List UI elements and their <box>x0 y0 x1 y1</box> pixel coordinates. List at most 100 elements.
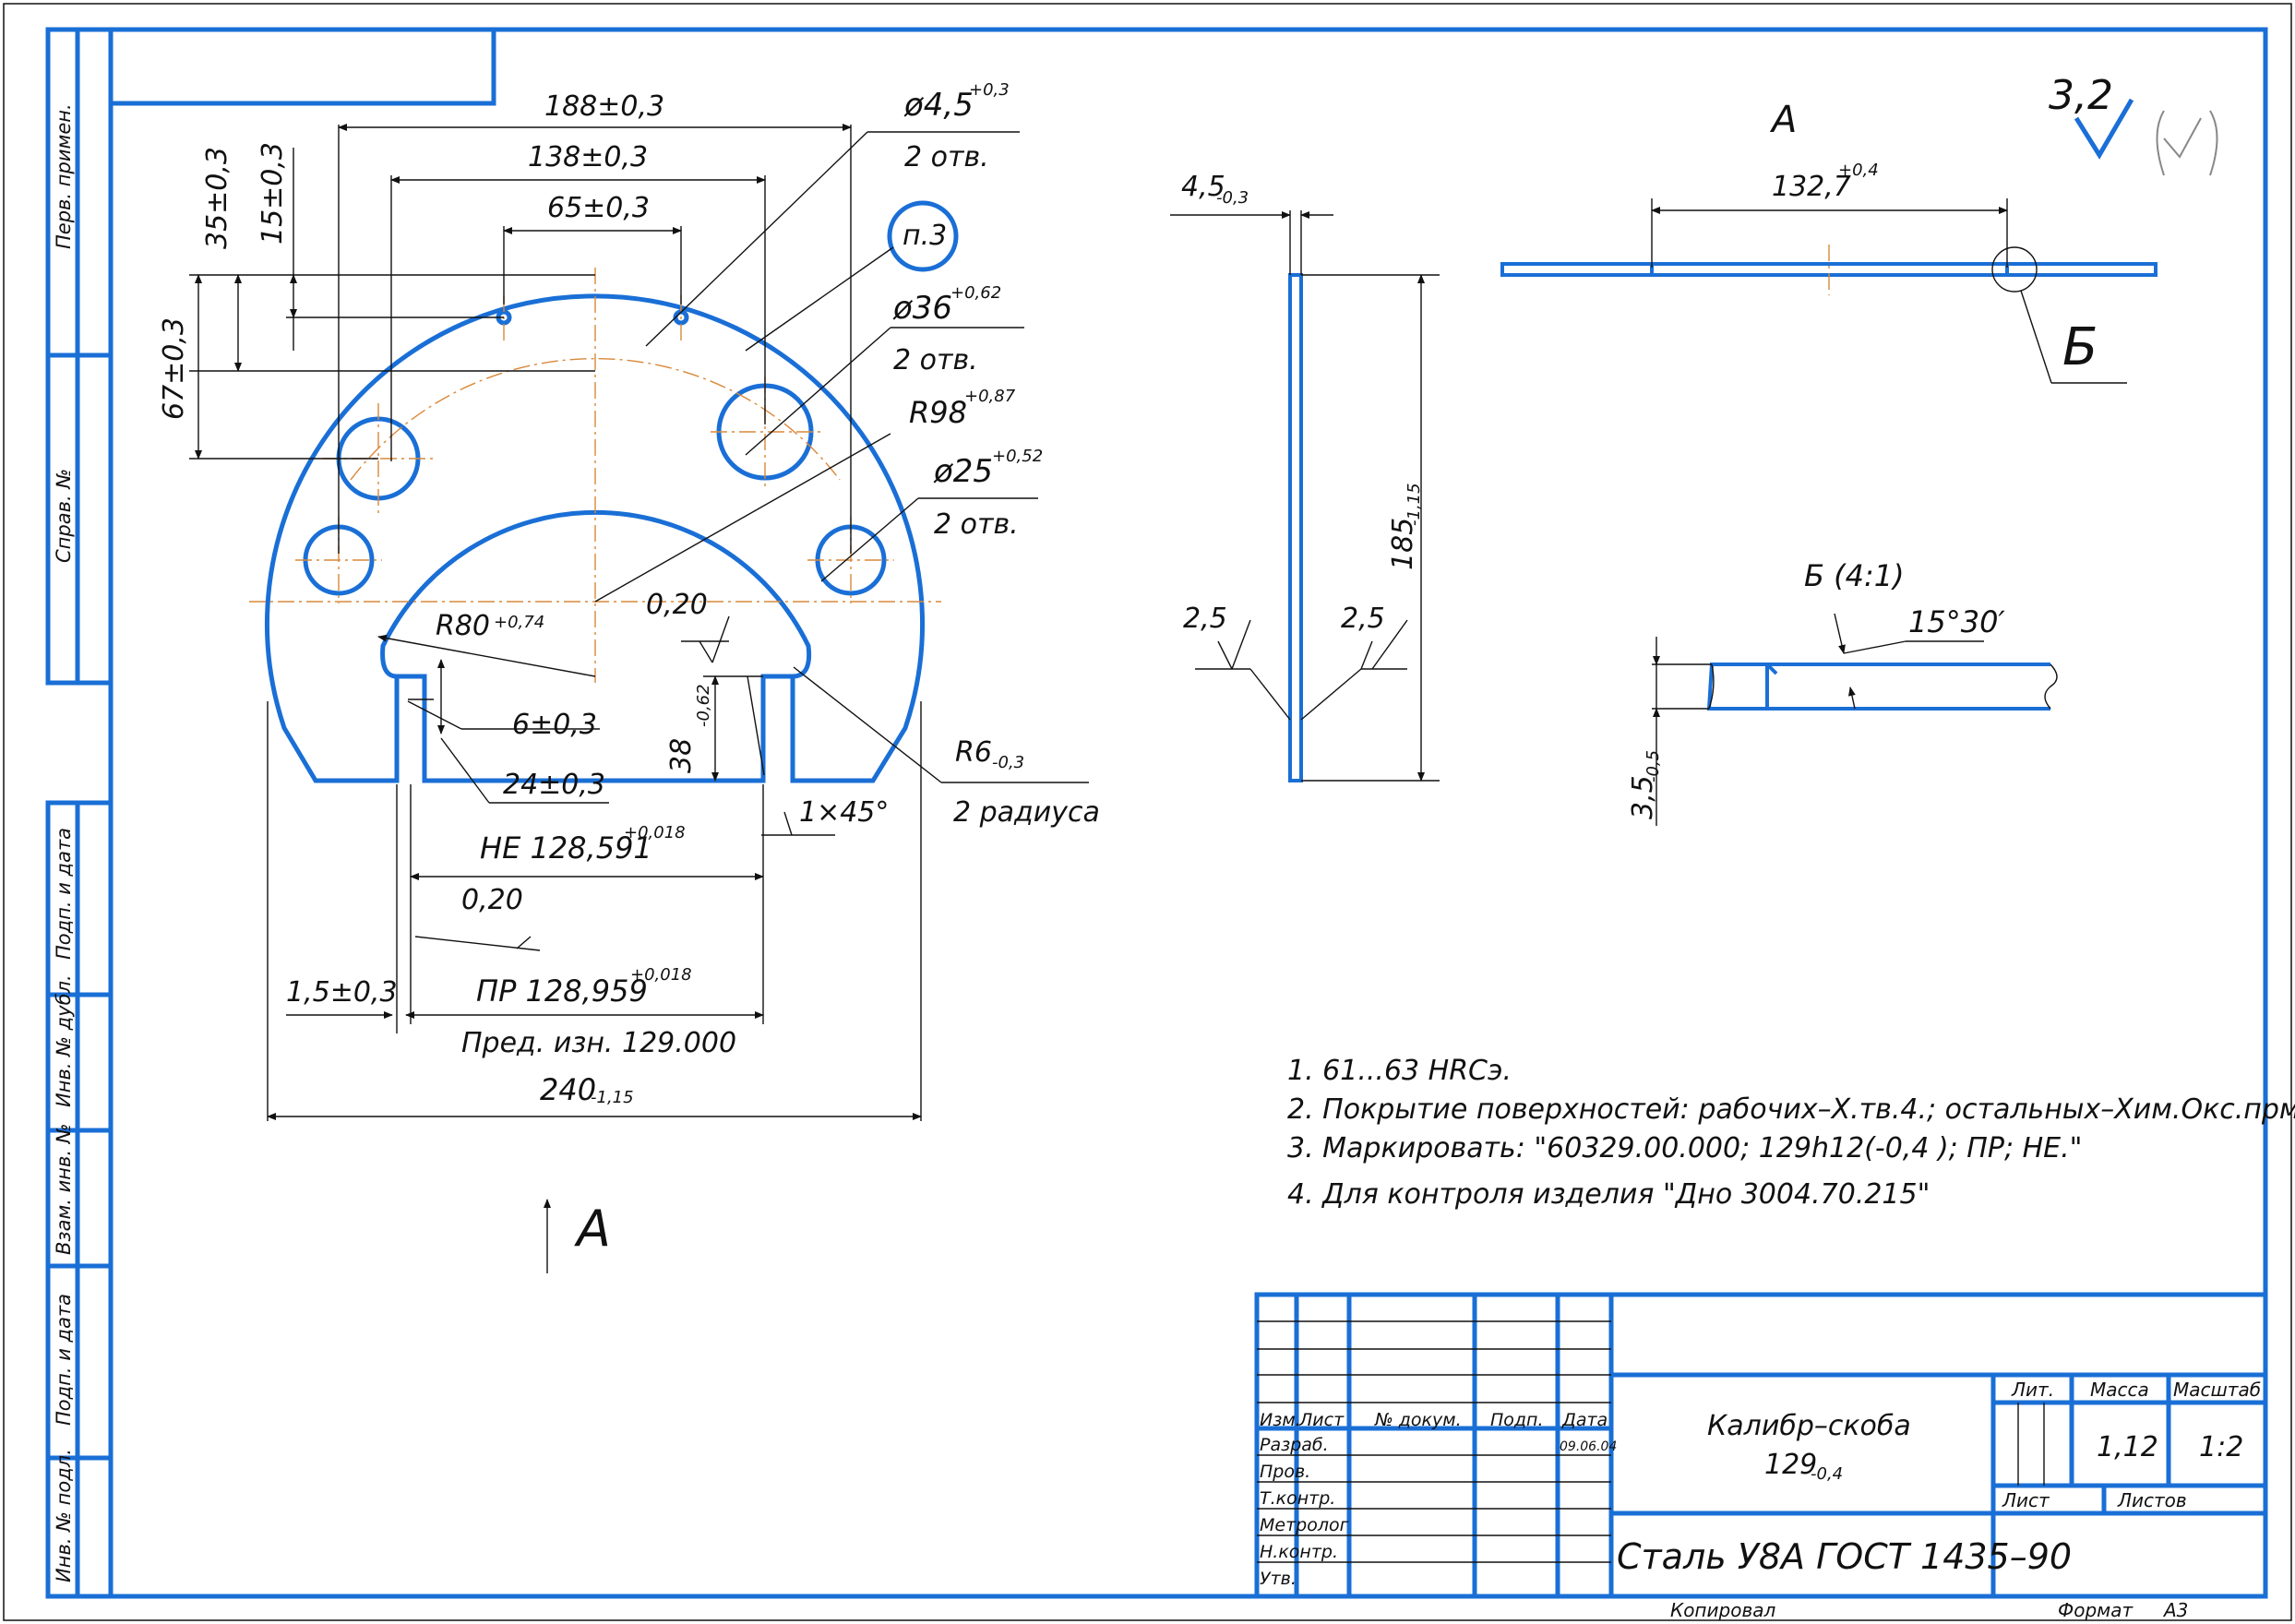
r6-tol: -0,3 <box>992 753 1024 772</box>
tb-col-list: Лист <box>1298 1410 1345 1430</box>
tb-col-doc: № докум. <box>1374 1410 1462 1430</box>
chamfer-1x45: 1×45° <box>799 796 889 829</box>
r98-tol: +0,87 <box>964 387 1016 406</box>
tb-mass: Масса <box>2090 1379 2149 1401</box>
tb-role-1: Пров. <box>1260 1462 1310 1482</box>
rough-left: 2,5 <box>1183 603 1227 635</box>
dim-132-7: 132,7 <box>1772 171 1851 203</box>
detail-b-dim-3-5-tol: -0,5 <box>1644 750 1663 782</box>
tb-col-izm: Изм. <box>1260 1410 1301 1430</box>
hole36-tol: +0,62 <box>950 283 1001 303</box>
tb-role-2: Т.контр. <box>1260 1488 1335 1509</box>
designation-box <box>111 30 496 106</box>
note-p3: п.3 <box>902 220 947 252</box>
left-margin-labels: Перв. примен. Справ. № Подп. и дата Инв.… <box>53 103 75 1582</box>
tb-sheet: Лист <box>2002 1489 2050 1511</box>
roughness-value: 3,2 <box>2049 72 2113 119</box>
tb-lit: Лит. <box>2011 1379 2054 1401</box>
dim-ne: НЕ 128,591 <box>480 830 652 866</box>
hole25-count: 2 отв. <box>934 508 1019 541</box>
tb-sheets: Листов <box>2117 1489 2187 1511</box>
dim-185-tol: -1,15 <box>1404 483 1424 526</box>
tb-name-line2: 129 <box>1764 1449 1817 1481</box>
main-view-dimension-lines <box>189 124 1089 1273</box>
dim-15: 15±0,3 <box>257 142 289 245</box>
dim-pr-tol: +0,018 <box>630 965 692 985</box>
main-view-part <box>265 200 959 783</box>
technical-notes: 1. 61...63 HRCэ. 2. Покрытие поверхносте… <box>1287 1055 2295 1211</box>
main-view-dimension-texts: 188±0,3 138±0,3 65±0,3 35±0,3 15±0,3 67±… <box>158 80 1100 1258</box>
detail-b-texts: Б (4:1) 15°30′ 3,5 -0,5 <box>1627 558 2005 819</box>
dim-65: 65±0,3 <box>547 192 650 224</box>
view-a-title: А <box>1769 99 1797 141</box>
hole25-dia: ø25 <box>933 453 993 490</box>
dim-ne-tol: +0,018 <box>624 823 686 842</box>
hole45-count: 2 отв. <box>904 141 989 173</box>
dim-6: 6±0,3 <box>512 709 597 741</box>
radius-r98: R98 <box>909 395 967 430</box>
dim-pr: ПР 128,959 <box>476 973 648 1009</box>
flatness-lower: 0,20 <box>461 884 523 916</box>
tb-scale-value: 1:2 <box>2199 1431 2243 1463</box>
tb-name-line1: Калибр–скоба <box>1707 1410 1911 1442</box>
view-a <box>1500 198 2158 384</box>
r80-tol: +0,74 <box>494 613 544 632</box>
hole36-count: 2 отв. <box>893 344 978 376</box>
note-4: 4. Для контроля изделия "Дно 3004.70.215… <box>1287 1178 1930 1211</box>
r6-count: 2 радиуса <box>953 796 1100 829</box>
radius-r6: R6 <box>955 736 992 769</box>
tb-format-label: Формат <box>2058 1599 2134 1621</box>
rough-right: 2,5 <box>1341 603 1385 635</box>
sheet-border <box>3 3 2292 1621</box>
tb-col-date: Дата <box>1561 1410 1608 1430</box>
wear-limit: Пред. изн. 129.000 <box>461 1027 736 1059</box>
dim-240-tol: -1,15 <box>591 1088 634 1107</box>
dim-67: 67±0,3 <box>158 317 190 420</box>
label-podp-data-2: Подп. и дата <box>53 1294 75 1426</box>
tb-role-3: Метролог <box>1260 1515 1350 1535</box>
label-podp-data-1: Подп. и дата <box>53 828 75 960</box>
tb-role-0: Разраб. <box>1260 1435 1329 1455</box>
label-inv-podl: Инв. № подл. <box>53 1449 75 1582</box>
hole25-tol: +0,52 <box>992 447 1043 466</box>
note-3: 3. Маркировать: "60329.00.000; 129h12(-0… <box>1287 1132 2082 1164</box>
detail-b-angle: 15°30′ <box>1908 604 2005 639</box>
side-view-texts: 4,5 -0,3 185 -1,15 2,5 2,5 <box>1181 171 1424 635</box>
dim-35: 35±0,3 <box>201 147 233 249</box>
dim-4-5-tol: -0,3 <box>1216 188 1249 208</box>
radius-r80: R80 <box>436 610 490 642</box>
view-a-texts: А 132,7 +0,4 Б <box>1769 99 2098 377</box>
dim-138: 138±0,3 <box>528 141 648 173</box>
side-view-part <box>1170 210 1440 782</box>
tb-name-tol: -0,4 <box>1811 1464 1843 1484</box>
hole45-tol: +0,3 <box>969 80 1010 100</box>
dim-1-5: 1,5±0,3 <box>286 976 398 1009</box>
title-block-texts: Изм. Лист № докум. Подп. Дата 09.06.04 Р… <box>1260 1379 2261 1621</box>
main-view-centerlines <box>249 268 941 683</box>
dim-240: 240 <box>540 1072 596 1107</box>
left-margin-columns <box>45 27 114 1599</box>
note-2: 2. Покрытие поверхностей: рабочих–Х.тв.4… <box>1287 1093 2295 1126</box>
dim-185: 185 <box>1387 518 1419 570</box>
flatness-upper: 0,20 <box>646 589 708 621</box>
view-arrow-label: А <box>574 1200 611 1258</box>
label-perv-primen: Перв. примен. <box>53 103 75 249</box>
label-inv-dubl: Инв. № дубл. <box>53 974 75 1107</box>
dim-38: 38 <box>665 738 698 773</box>
label-sprav-no: Справ. № <box>53 469 75 563</box>
hole45-dia: ø4,5 <box>903 87 974 124</box>
dim-188: 188±0,3 <box>544 90 664 123</box>
tb-date-value: 09.06.04 <box>1560 1439 1617 1454</box>
title-block <box>1254 1292 2268 1599</box>
tb-format-value: А3 <box>2162 1599 2188 1621</box>
tb-role-4: Н.контр. <box>1260 1542 1338 1562</box>
tb-col-sign: Подп. <box>1490 1410 1544 1430</box>
roughness-symbol: 3,2 <box>2049 72 2218 176</box>
detail-ref-b: Б <box>2062 317 2098 377</box>
tb-role-5: Утв. <box>1260 1569 1297 1589</box>
tb-mass-value: 1,12 <box>2097 1431 2158 1463</box>
tb-scale: Масштаб <box>2173 1379 2261 1401</box>
tb-material: Сталь У8А ГОСТ 1435–90 <box>1617 1536 2072 1577</box>
dim-24: 24±0,3 <box>503 769 605 801</box>
